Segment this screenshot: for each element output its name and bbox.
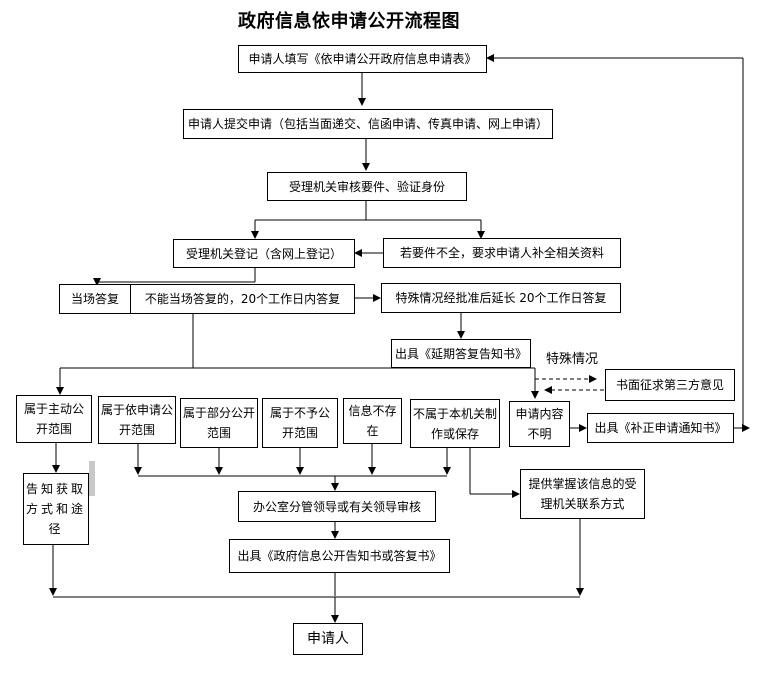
correction-notice-step: 出具《补正申请通知书》 xyxy=(587,413,734,443)
third-party-step: 书面征求第三方意见 xyxy=(605,369,735,401)
not-exist-box: 信息不存在 xyxy=(343,398,402,444)
applicant-box: 申请人 xyxy=(293,623,363,655)
unclear-box: 申请内容不明 xyxy=(509,401,570,447)
inform-method-box: 告知获取方式和途径 xyxy=(23,473,89,545)
special-extend-step: 特殊情况经批准后延长 20个工作日答复 xyxy=(381,283,621,313)
page-title: 政府信息依申请公开流程图 xyxy=(238,11,460,32)
submit-step: 申请人提交申请（包括当面递交、信函申请、传真申请、网上申请） xyxy=(183,109,553,139)
on-site-reply-step: 当场答复 xyxy=(59,284,131,314)
scroll-marker xyxy=(89,461,95,496)
apply-scope-box: 属于依申请公开范围 xyxy=(98,396,176,444)
active-scope-box: 属于主动公开范围 xyxy=(16,395,92,443)
issue-notice-step: 出具《政府信息公开告知书或答复书》 xyxy=(229,539,450,573)
not-on-site-step: 不能当场答复的，20个工作日内答复 xyxy=(130,284,355,314)
no-disclose-box: 属于不予公开范围 xyxy=(262,398,338,448)
office-review-step: 办公室分管领导或有关领导审核 xyxy=(238,491,436,522)
partial-scope-box: 属于部分公开范围 xyxy=(180,398,258,448)
delay-notice-step: 出具《延期答复告知书》 xyxy=(391,339,531,368)
review-step: 受理机关审核要件、验证身份 xyxy=(267,172,467,201)
incomplete-step: 若要件不全，要求申请人补全相关资料 xyxy=(383,238,621,268)
register-step: 受理机关登记（含网上登记） xyxy=(173,239,355,268)
special-case-label: 特殊情况 xyxy=(546,352,599,367)
fill-form-step: 申请人填写《依申请公开政府信息申请表》 xyxy=(238,45,487,73)
provide-contact-box: 提供掌握该信息的受理机关联系方式 xyxy=(520,469,645,519)
not-this-org-box: 不属于本机关制作或保存 xyxy=(410,399,500,448)
